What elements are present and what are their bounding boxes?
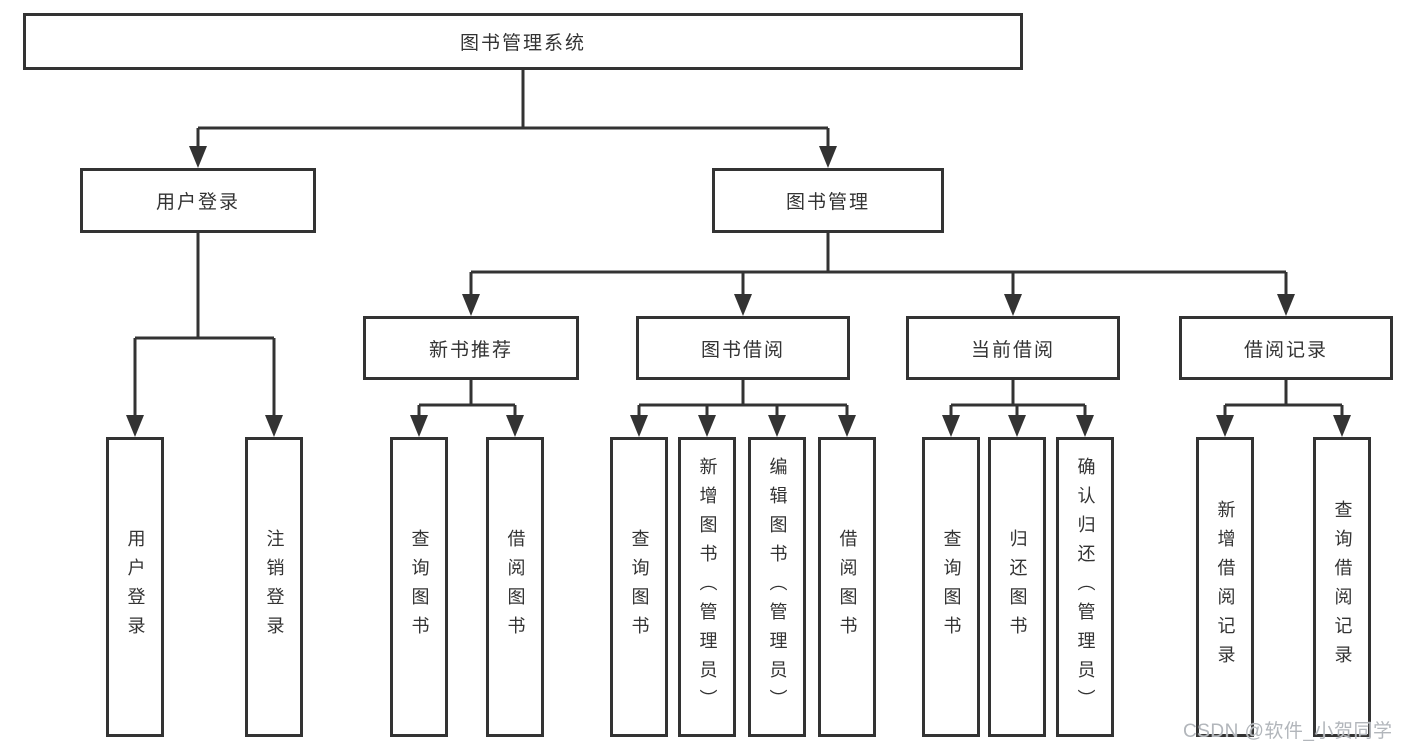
- leaf-label: 新增借阅记录: [1215, 500, 1236, 674]
- leaf-label: 新增图书（管理员）: [697, 456, 718, 718]
- leaf-add-books-admin: 新增图书（管理员）: [678, 437, 736, 737]
- leaf-user-login: 用户登录: [106, 437, 164, 737]
- leaf-query-books-2: 查询图书: [610, 437, 668, 737]
- leaf-query-borrow-record: 查询借阅记录: [1313, 437, 1371, 737]
- node-book-borrowing-label: 图书借阅: [700, 339, 785, 361]
- node-user-login: 用户登录: [80, 168, 316, 233]
- leaf-borrow-books-1: 借阅图书: [486, 437, 544, 737]
- node-book-management-label: 图书管理: [785, 192, 870, 213]
- leaf-add-borrow-record: 新增借阅记录: [1196, 437, 1254, 737]
- leaf-label: 归还图书: [1007, 529, 1028, 645]
- node-current-borrowing: 当前借阅: [906, 316, 1120, 380]
- leaf-label: 查询图书: [629, 529, 650, 645]
- leaf-label: 查询图书: [409, 529, 430, 645]
- leaf-borrow-books-2: 借阅图书: [818, 437, 876, 737]
- leaf-label: 借阅图书: [505, 529, 526, 645]
- node-new-book-recommend-label: 新书推荐: [428, 339, 513, 361]
- leaf-query-books-3: 查询图书: [922, 437, 980, 737]
- leaf-label: 查询借阅记录: [1332, 500, 1353, 674]
- node-user-login-label: 用户登录: [155, 192, 240, 213]
- leaf-logout: 注销登录: [245, 437, 303, 737]
- node-book-management: 图书管理: [712, 168, 944, 233]
- leaf-edit-books-admin: 编辑图书（管理员）: [748, 437, 806, 737]
- leaf-confirm-return-admin: 确认归还（管理员）: [1056, 437, 1114, 737]
- node-borrowing-records-label: 借阅记录: [1243, 339, 1328, 361]
- node-new-book-recommend: 新书推荐: [363, 316, 579, 380]
- leaf-label: 确认归还（管理员）: [1075, 456, 1096, 718]
- node-root: 图书管理系统: [23, 13, 1023, 70]
- leaf-label: 注销登录: [264, 529, 285, 645]
- node-root-label: 图书管理系统: [459, 33, 586, 54]
- leaf-label: 查询图书: [941, 529, 962, 645]
- node-current-borrowing-label: 当前借阅: [970, 339, 1055, 361]
- leaf-label: 用户登录: [125, 529, 146, 645]
- leaf-label: 编辑图书（管理员）: [767, 456, 788, 718]
- csdn-watermark: CSDN @软件_小贺同学: [1183, 721, 1393, 742]
- node-borrowing-records: 借阅记录: [1179, 316, 1393, 380]
- leaf-label: 借阅图书: [837, 529, 858, 645]
- leaf-return-books: 归还图书: [988, 437, 1046, 737]
- leaf-query-books-1: 查询图书: [390, 437, 448, 737]
- node-book-borrowing: 图书借阅: [636, 316, 850, 380]
